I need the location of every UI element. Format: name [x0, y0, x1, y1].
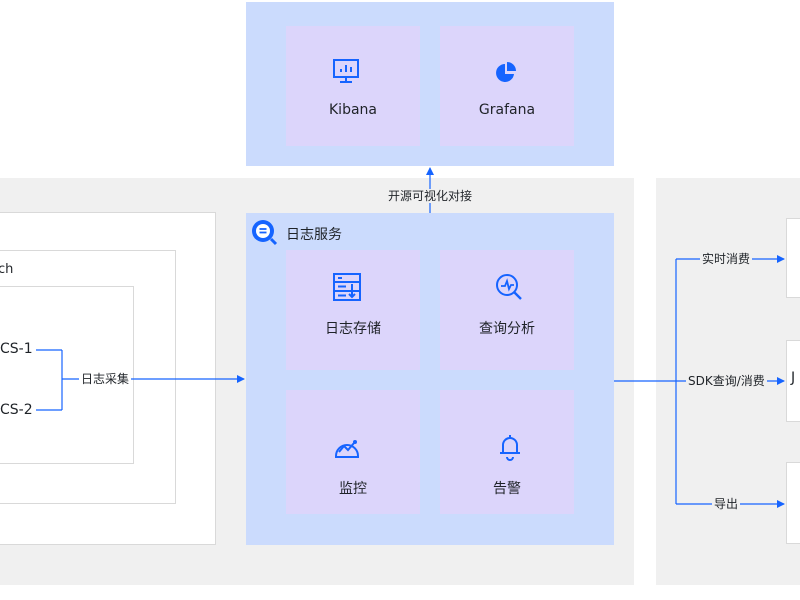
edge-label-log-collection: 日志采集 — [79, 372, 132, 386]
right-card-1 — [786, 218, 800, 298]
edge-label-realtime-consume: 实时消费 — [700, 252, 753, 266]
monitor-chart-icon — [332, 58, 360, 84]
storage-icon — [332, 272, 362, 302]
node-cs-2: CS-2 — [0, 402, 33, 418]
log-service-logo-icon — [250, 218, 278, 246]
tile-query-analysis-label: 查询分析 — [479, 321, 535, 337]
tile-alarm-label: 告警 — [493, 481, 521, 497]
right-card-2 — [786, 340, 800, 422]
tile-log-storage — [286, 250, 420, 370]
log-service-title: 日志服务 — [286, 227, 342, 243]
left-partial-title: ch — [0, 262, 14, 277]
tile-kibana — [286, 26, 420, 146]
monitor-icon — [332, 434, 362, 462]
alarm-bell-icon — [496, 432, 524, 462]
node-cs-1: CS-1 — [0, 341, 33, 357]
tile-kibana-label: Kibana — [329, 102, 377, 118]
tile-monitoring-label: 监控 — [339, 481, 367, 497]
tile-monitoring — [286, 390, 420, 514]
tile-grafana — [440, 26, 574, 146]
edge-label-open-source-visualization: 开源可视化对接 — [386, 189, 475, 203]
tile-log-storage-label: 日志存储 — [325, 321, 381, 337]
edge-label-export: 导出 — [712, 497, 741, 511]
right-card-2-label: J — [791, 370, 796, 386]
pie-chart-icon — [494, 61, 518, 85]
search-analysis-icon — [494, 272, 524, 302]
right-card-3 — [786, 462, 800, 544]
edge-label-sdk-query-consume: SDK查询/消费 — [686, 374, 767, 388]
tile-query-analysis — [440, 250, 574, 370]
tile-grafana-label: Grafana — [478, 102, 536, 118]
